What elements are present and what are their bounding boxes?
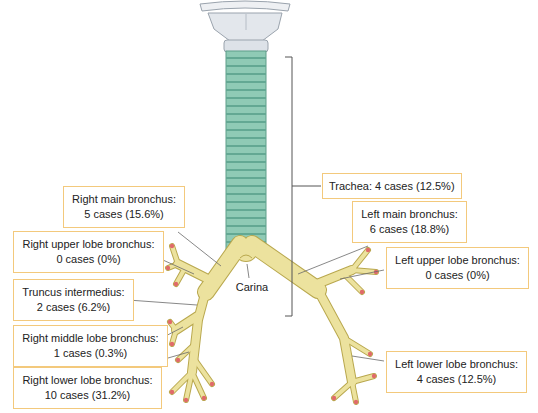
callout-box: Right upper lobe bronchus: 0 cases (0%)	[13, 231, 164, 272]
callout-box: Trachea: 4 cases (12.5%)	[322, 173, 462, 200]
callout-text: Right middle lobe bronchus: 1 cases (0.3…	[20, 331, 161, 360]
bronchiole-tip	[202, 396, 206, 400]
callout-text: Right upper lobe bronchus: 0 cases (0%)	[20, 237, 157, 266]
segmental-bronchi-outline	[168, 246, 376, 402]
segmental-bronchi	[168, 246, 376, 402]
callout-box: Right middle lobe bronchus: 1 cases (0.3…	[13, 325, 168, 366]
callout-box: Left upper lobe bronchus: 0 cases (0%)	[386, 247, 529, 288]
carina-ridge	[240, 255, 252, 258]
bronchiole-tip	[184, 398, 188, 402]
bronchiole-tip	[368, 352, 372, 356]
bronchiole-tip	[170, 342, 174, 346]
bronchiole-tip	[332, 396, 336, 400]
cartilage-notch	[246, 14, 247, 30]
trachea-tube	[226, 51, 266, 251]
lobar-bronchi	[176, 264, 352, 382]
callout-box: Left lower lobe bronchus: 4 cases (12.5%…	[386, 351, 527, 392]
lobar-bronchi-outline	[176, 264, 352, 382]
bronchi-fill	[168, 239, 376, 402]
bronchiole-tip	[170, 390, 174, 394]
bronchiole-tip	[174, 282, 178, 286]
bronchiole-tip	[170, 244, 174, 248]
callout-text: Right lower lobe bronchus: 10 cases (31.…	[20, 373, 155, 402]
callout-text: Trachea: 4 cases (12.5%)	[329, 179, 455, 194]
bronchiole-tips	[166, 244, 378, 404]
callout-text: Left upper lobe bronchus: 0 cases (0%)	[393, 253, 522, 282]
bronchiole-tip	[210, 382, 214, 386]
callout-box: Right lower lobe bronchus: 10 cases (31.…	[13, 367, 162, 408]
callout-box: Left main bronchus: 6 cases (18.8%)	[352, 201, 467, 242]
callout-text: Right main bronchus: 5 cases (15.6%)	[70, 192, 178, 221]
thyroid-cartilage	[208, 13, 282, 41]
trachea-rings	[226, 58, 266, 242]
bronchiole-tip	[168, 320, 172, 324]
hyoid-bone	[200, 1, 290, 11]
bronchi-outline	[168, 238, 376, 402]
carina-junction	[235, 239, 257, 261]
callout-box: Truncus intermedius: 2 cases (6.2%)	[13, 279, 134, 320]
bronchiole-tip	[366, 248, 370, 252]
bronchiole-tip	[166, 266, 170, 270]
bronchiole-tip	[372, 374, 376, 378]
trachea-bracket	[285, 57, 321, 316]
bronchiole-tip	[176, 358, 180, 362]
callout-text: Left main bronchus: 6 cases (18.8%)	[359, 207, 460, 236]
cricoid-cartilage	[224, 40, 268, 52]
callout-text: Truncus intermedius: 2 cases (6.2%)	[20, 285, 127, 314]
callout-box: Right main bronchus: 5 cases (15.6%)	[63, 186, 185, 227]
bronchiole-tip	[360, 290, 364, 294]
part-label: Carina	[236, 281, 268, 294]
bronchiole-tip	[354, 400, 358, 404]
callout-text: Left lower lobe bronchus: 4 cases (12.5%…	[393, 357, 520, 386]
